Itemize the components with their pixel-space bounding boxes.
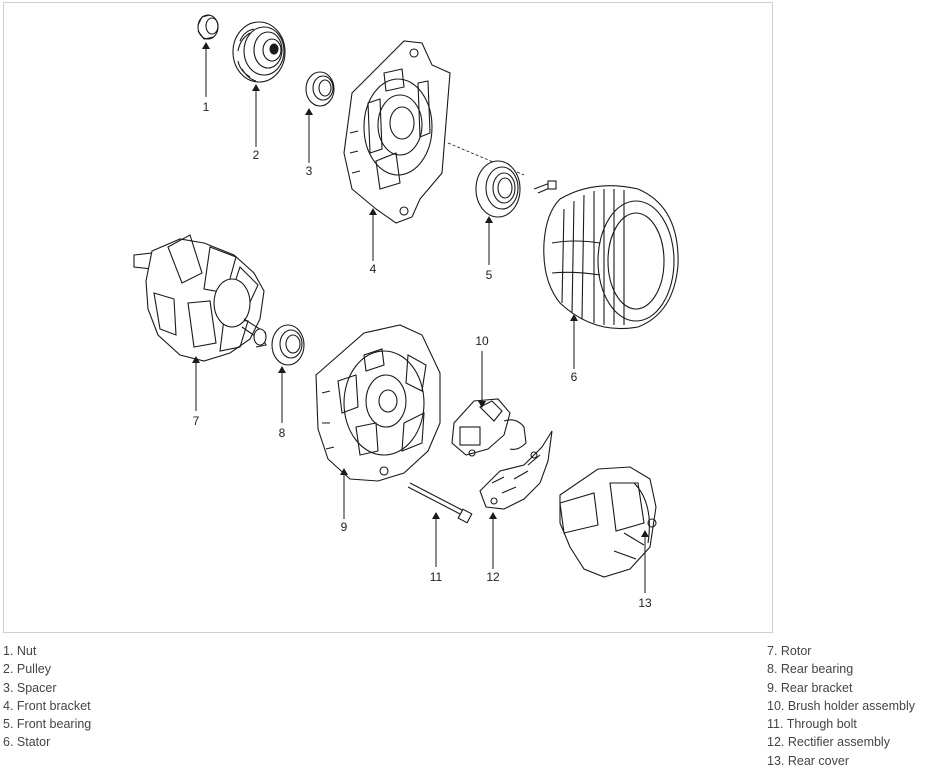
callout-8: 8 — [279, 426, 286, 440]
spacer-part — [305, 71, 335, 107]
callout-5: 5 — [486, 268, 493, 282]
diagram-canvas: 1 2 3 4 5 6 7 8 9 10 11 12 13 — [133, 14, 679, 610]
legend-item: 2. Pulley — [3, 662, 51, 677]
legend-item: 12. Rectifier assembly — [767, 735, 890, 750]
front-bracket-part — [343, 40, 451, 224]
legend-item: 11. Through bolt — [767, 717, 857, 732]
rear-bearing-part — [271, 324, 305, 366]
callout-10: 10 — [475, 334, 489, 348]
legend-item: 13. Rear cover — [767, 753, 849, 768]
exploded-diagram: 1 2 3 4 5 6 7 8 9 10 11 12 13 — [3, 2, 773, 633]
pulley-part — [232, 21, 286, 83]
nut-part — [197, 14, 219, 40]
rotor-part — [133, 234, 267, 362]
legend-item: 1. Nut — [3, 644, 37, 658]
brush-holder-part — [451, 398, 527, 457]
rectifier-part — [479, 430, 553, 510]
callout-6: 6 — [571, 370, 578, 384]
legend-item: 3. Spacer — [3, 680, 57, 695]
callout-2: 2 — [253, 148, 260, 162]
legend-item: 4. Front bracket — [3, 698, 91, 713]
callout-7: 7 — [193, 414, 200, 428]
legend-right: 7. Rotor 8. Rear bearing 9. Rear bracket… — [767, 642, 915, 770]
through-bolt-part — [407, 482, 473, 524]
legend-item: 10. Brush holder assembly — [767, 698, 915, 713]
legend-item: 7. Rotor — [767, 644, 812, 658]
legend-item: 5. Front bearing — [3, 717, 92, 732]
callout-13: 13 — [638, 596, 652, 610]
screw-part — [533, 180, 557, 194]
stator-part — [543, 185, 679, 330]
callout-12: 12 — [486, 570, 500, 584]
front-bearing-part — [475, 160, 521, 218]
rear-cover-part — [559, 466, 657, 578]
callout-1: 1 — [203, 100, 210, 114]
legend-item: 9. Rear bracket — [767, 680, 853, 695]
callout-3: 3 — [306, 164, 313, 178]
callout-9: 9 — [341, 520, 348, 534]
legend-item: 6. Stator — [3, 735, 51, 750]
rear-bracket-part — [315, 324, 441, 482]
callout-4: 4 — [370, 262, 377, 276]
legend-item: 8. Rear bearing — [767, 662, 854, 677]
callout-11: 11 — [430, 570, 443, 584]
legend-left: 1. Nut 2. Pulley 3. Spacer 4. Front brac… — [3, 642, 91, 752]
